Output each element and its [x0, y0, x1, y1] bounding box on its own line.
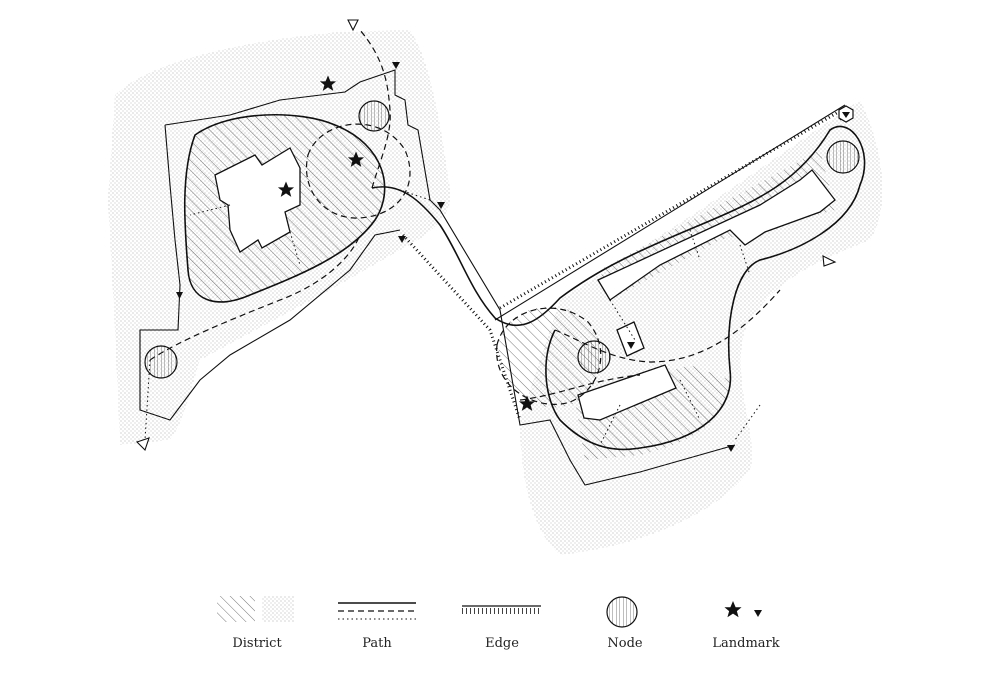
edge-west-outer [164, 69, 736, 486]
node-west [144, 345, 178, 379]
building-outlines [214, 147, 836, 421]
node-north [358, 100, 390, 132]
building-east-small [616, 321, 645, 357]
path-main-dashed [149, 29, 781, 401]
landmark-star-north [319, 75, 337, 91]
legend-node-swatch [606, 596, 638, 628]
landmark-star-block [277, 181, 295, 197]
nodes [144, 100, 860, 379]
landmark-triangle-3 [398, 236, 406, 243]
legend-label-node: Node [607, 636, 643, 651]
landmark-triangle-4 [627, 342, 635, 349]
legend-label-edge: Edge [485, 636, 519, 651]
entry-marker-southwest [135, 437, 150, 452]
legend [217, 596, 762, 628]
node-central [577, 340, 611, 374]
landmark-star-district [347, 151, 365, 167]
landmarks [176, 62, 854, 452]
edges [139, 69, 846, 486]
path-district-dashed-circle [306, 123, 411, 219]
path-main-solid [371, 125, 866, 451]
node-east [826, 140, 860, 174]
legend-landmark-triangle [754, 610, 762, 617]
legend-label-district: District [232, 636, 282, 651]
landmark-triangle-5 [727, 445, 735, 452]
path-dotted-lines [144, 109, 851, 446]
building-south-long [577, 364, 677, 421]
legend-label-landmark: Landmark [712, 636, 780, 651]
legend-district-hatch-swatch [217, 596, 255, 622]
legend-path-swatch [338, 602, 416, 620]
landmark-hex-east-inner [842, 112, 850, 118]
building-east-long [597, 169, 836, 301]
entry-markers [135, 19, 837, 452]
edge-central-left [401, 233, 522, 421]
legend-label-path: Path [362, 636, 392, 651]
legend-landmark-star [724, 601, 742, 618]
legend-district-dot-swatch [262, 596, 294, 622]
district-hatched-central [498, 306, 601, 408]
landmark-triangle-6 [437, 202, 445, 209]
edge-east-main [494, 104, 846, 321]
landmark-star-central [518, 395, 536, 411]
entry-marker-north [347, 19, 359, 32]
entry-marker-east [822, 255, 837, 267]
paths [144, 29, 866, 451]
landmark-triangle-2 [176, 292, 183, 299]
legend-edge-swatch [462, 605, 541, 614]
landmark-triangle-1 [392, 62, 400, 69]
edge-west-inner [139, 124, 401, 421]
